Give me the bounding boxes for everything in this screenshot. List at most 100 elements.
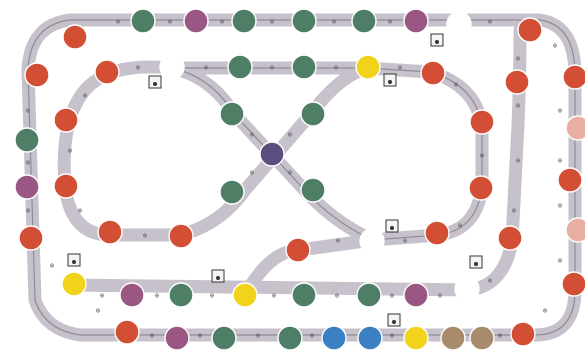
track-tie: ɵ bbox=[516, 55, 520, 63]
station-green[interactable] bbox=[277, 325, 303, 351]
track-tie: ɵ bbox=[480, 152, 484, 160]
station-tan[interactable] bbox=[440, 325, 466, 351]
track-tie: ɵ bbox=[388, 18, 392, 26]
station-red[interactable] bbox=[497, 225, 523, 251]
track-switch[interactable] bbox=[387, 313, 401, 327]
station-tan[interactable] bbox=[469, 325, 495, 351]
station-green[interactable] bbox=[351, 8, 377, 34]
station-red[interactable] bbox=[97, 219, 123, 245]
track-switch[interactable] bbox=[385, 219, 399, 233]
station-white[interactable] bbox=[359, 228, 385, 254]
station-plum[interactable] bbox=[183, 8, 209, 34]
track-tie: ɵ bbox=[83, 92, 87, 100]
right-branch-track bbox=[463, 23, 527, 297]
track-tie: ɵ bbox=[516, 102, 520, 110]
station-green[interactable] bbox=[291, 8, 317, 34]
station-blue[interactable] bbox=[357, 325, 383, 351]
station-green[interactable] bbox=[14, 127, 40, 153]
station-red[interactable] bbox=[468, 175, 494, 201]
track-tie: ɵ bbox=[558, 157, 562, 165]
station-red[interactable] bbox=[557, 167, 583, 193]
station-pink[interactable] bbox=[565, 115, 585, 141]
station-red[interactable] bbox=[424, 220, 450, 246]
station-plum[interactable] bbox=[403, 8, 429, 34]
station-red[interactable] bbox=[53, 173, 79, 199]
station-white[interactable] bbox=[446, 11, 472, 37]
station-green[interactable] bbox=[291, 282, 317, 308]
track-tie: ɵ bbox=[116, 18, 120, 26]
track-switch[interactable] bbox=[148, 75, 162, 89]
track-tie: ɵ bbox=[26, 107, 30, 115]
station-white[interactable] bbox=[159, 54, 185, 80]
station-red[interactable] bbox=[285, 237, 311, 263]
track-tie: ɵ bbox=[438, 292, 442, 300]
station-yellow[interactable] bbox=[403, 325, 429, 351]
station-green[interactable] bbox=[219, 179, 245, 205]
track-tie: ɵ bbox=[250, 169, 254, 177]
track-switch[interactable] bbox=[430, 33, 444, 47]
station-green[interactable] bbox=[291, 54, 317, 80]
station-red[interactable] bbox=[504, 69, 530, 95]
station-green[interactable] bbox=[300, 101, 326, 127]
station-red[interactable] bbox=[114, 319, 140, 345]
station-blue[interactable] bbox=[321, 325, 347, 351]
station-red[interactable] bbox=[420, 60, 446, 86]
station-red[interactable] bbox=[168, 223, 194, 249]
station-red[interactable] bbox=[510, 321, 536, 347]
station-yellow[interactable] bbox=[355, 54, 381, 80]
station-navy[interactable] bbox=[259, 141, 285, 167]
track-tie: ɵ bbox=[335, 292, 339, 300]
track-tie: ɵ bbox=[256, 332, 260, 340]
station-red[interactable] bbox=[53, 107, 79, 133]
station-plum[interactable] bbox=[164, 325, 190, 351]
track-tie: ɵ bbox=[398, 64, 402, 72]
station-green[interactable] bbox=[300, 177, 326, 203]
track-tie: ɵ bbox=[68, 147, 72, 155]
station-green[interactable] bbox=[231, 8, 257, 34]
station-white[interactable] bbox=[454, 276, 480, 302]
track-tie: ɵ bbox=[454, 81, 458, 89]
station-red[interactable] bbox=[24, 62, 50, 88]
track-switches bbox=[67, 33, 483, 327]
station-green[interactable] bbox=[356, 282, 382, 308]
track-switch[interactable] bbox=[67, 253, 81, 267]
track-switch[interactable] bbox=[211, 269, 225, 283]
track-tie: ɵ bbox=[516, 157, 520, 165]
station-plum[interactable] bbox=[14, 174, 40, 200]
station-green[interactable] bbox=[130, 8, 156, 34]
station-red[interactable] bbox=[561, 271, 585, 297]
track-tie: ɵ bbox=[488, 18, 492, 26]
stations-layer bbox=[14, 8, 585, 351]
station-green[interactable] bbox=[168, 282, 194, 308]
station-red[interactable] bbox=[562, 64, 585, 90]
track-tie: ɵ bbox=[78, 207, 82, 215]
station-red[interactable] bbox=[18, 225, 44, 251]
station-green[interactable] bbox=[211, 325, 237, 351]
track-tie: ɵ bbox=[543, 307, 547, 315]
track-tie: ɵ bbox=[558, 257, 562, 265]
track-tie: ɵ bbox=[168, 18, 172, 26]
station-pink[interactable] bbox=[565, 217, 585, 243]
track-tie: ɵ bbox=[96, 307, 100, 315]
track-tie: ɵ bbox=[558, 202, 562, 210]
track-tie: ɵ bbox=[458, 222, 462, 230]
station-yellow[interactable] bbox=[61, 271, 87, 297]
station-green[interactable] bbox=[227, 54, 253, 80]
station-red[interactable] bbox=[469, 109, 495, 135]
track-tie: ɵ bbox=[332, 18, 336, 26]
station-plum[interactable] bbox=[119, 282, 145, 308]
track-switch[interactable] bbox=[383, 73, 397, 87]
station-red[interactable] bbox=[94, 59, 120, 85]
track-tie: ɵ bbox=[270, 64, 274, 72]
track-tie: ɵ bbox=[334, 64, 338, 72]
station-yellow[interactable] bbox=[232, 282, 258, 308]
track-tie: ɵ bbox=[288, 169, 292, 177]
track-tie: ɵ bbox=[390, 332, 394, 340]
station-plum[interactable] bbox=[403, 282, 429, 308]
station-green[interactable] bbox=[219, 101, 245, 127]
station-red[interactable] bbox=[62, 24, 88, 50]
track-tie: ɵ bbox=[272, 292, 276, 300]
station-red[interactable] bbox=[517, 17, 543, 43]
track-switch[interactable] bbox=[469, 255, 483, 269]
